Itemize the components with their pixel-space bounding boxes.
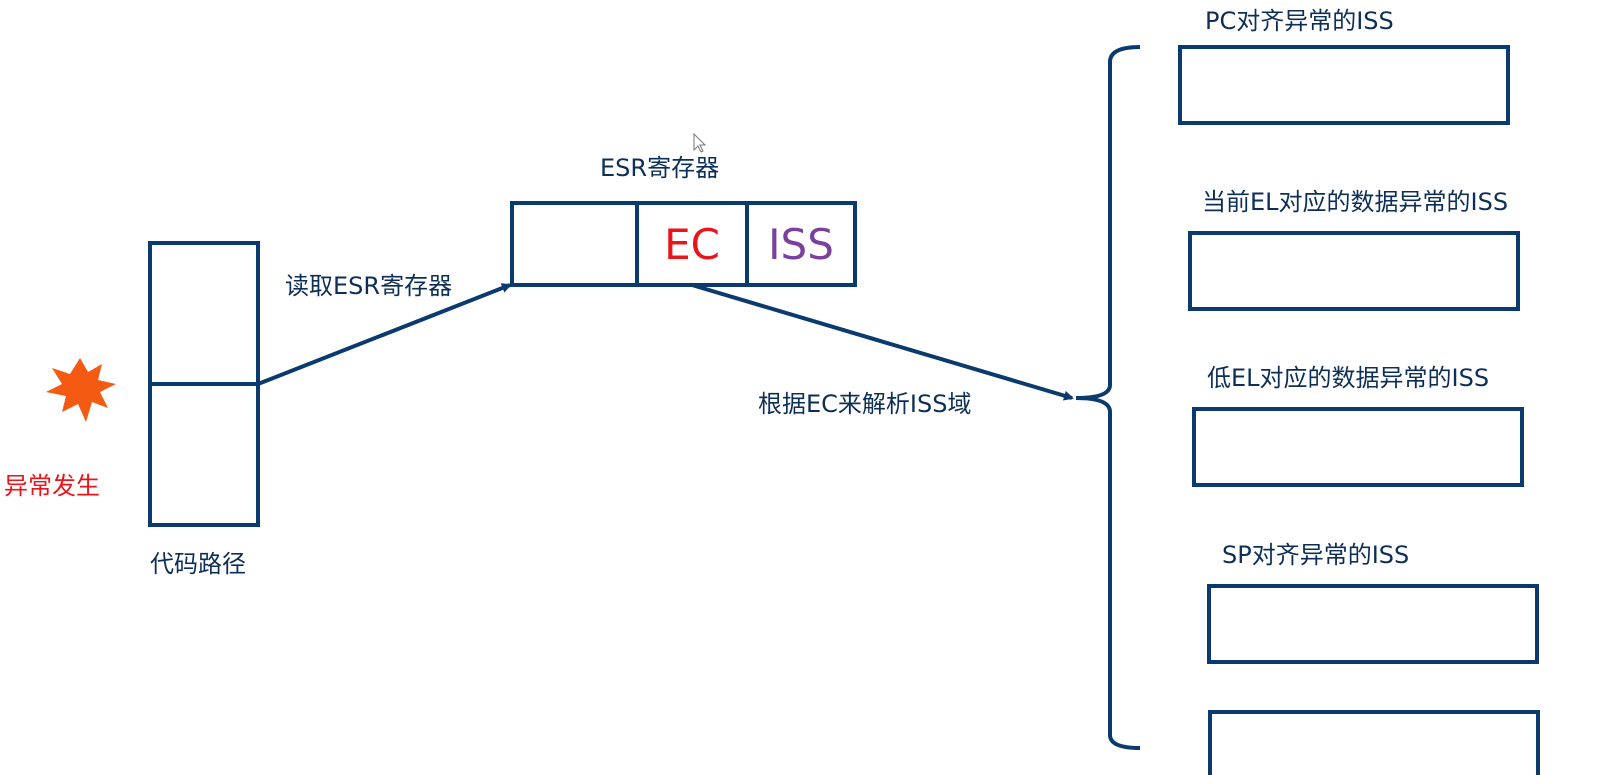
esr-reserved-field <box>510 201 639 287</box>
iss-type-box-1 <box>1188 231 1520 311</box>
read-esr-arrow <box>257 283 512 386</box>
iss-type-label-0: PC对齐异常的ISS <box>1205 7 1394 35</box>
read-esr-label: 读取ESR寄存器 <box>285 272 452 300</box>
parse-iss-label: 根据EC来解析ISS域 <box>758 390 971 418</box>
iss-type-box-4 <box>1208 710 1540 775</box>
esr-iss-label: ISS <box>768 220 834 269</box>
iss-type-label-3: SP对齐异常的ISS <box>1222 541 1409 569</box>
parse-iss-arrow <box>691 283 1074 401</box>
esr-ec-label: EC <box>664 220 720 269</box>
exception-burst-icon <box>46 358 116 422</box>
iss-type-box-0 <box>1178 45 1510 125</box>
esr-iss-field <box>745 201 857 287</box>
iss-type-label-2: 低EL对应的数据异常的ISS <box>1207 364 1489 392</box>
curly-brace <box>1075 45 1141 750</box>
iss-type-box-3 <box>1207 584 1539 664</box>
code-path-label: 代码路径 <box>150 550 246 578</box>
mouse-cursor-icon <box>693 132 707 153</box>
iss-type-box-2 <box>1192 407 1524 487</box>
iss-type-label-1: 当前EL对应的数据异常的ISS <box>1202 188 1508 216</box>
exception-label: 异常发生 <box>4 472 100 500</box>
esr-title: ESR寄存器 <box>600 154 719 182</box>
